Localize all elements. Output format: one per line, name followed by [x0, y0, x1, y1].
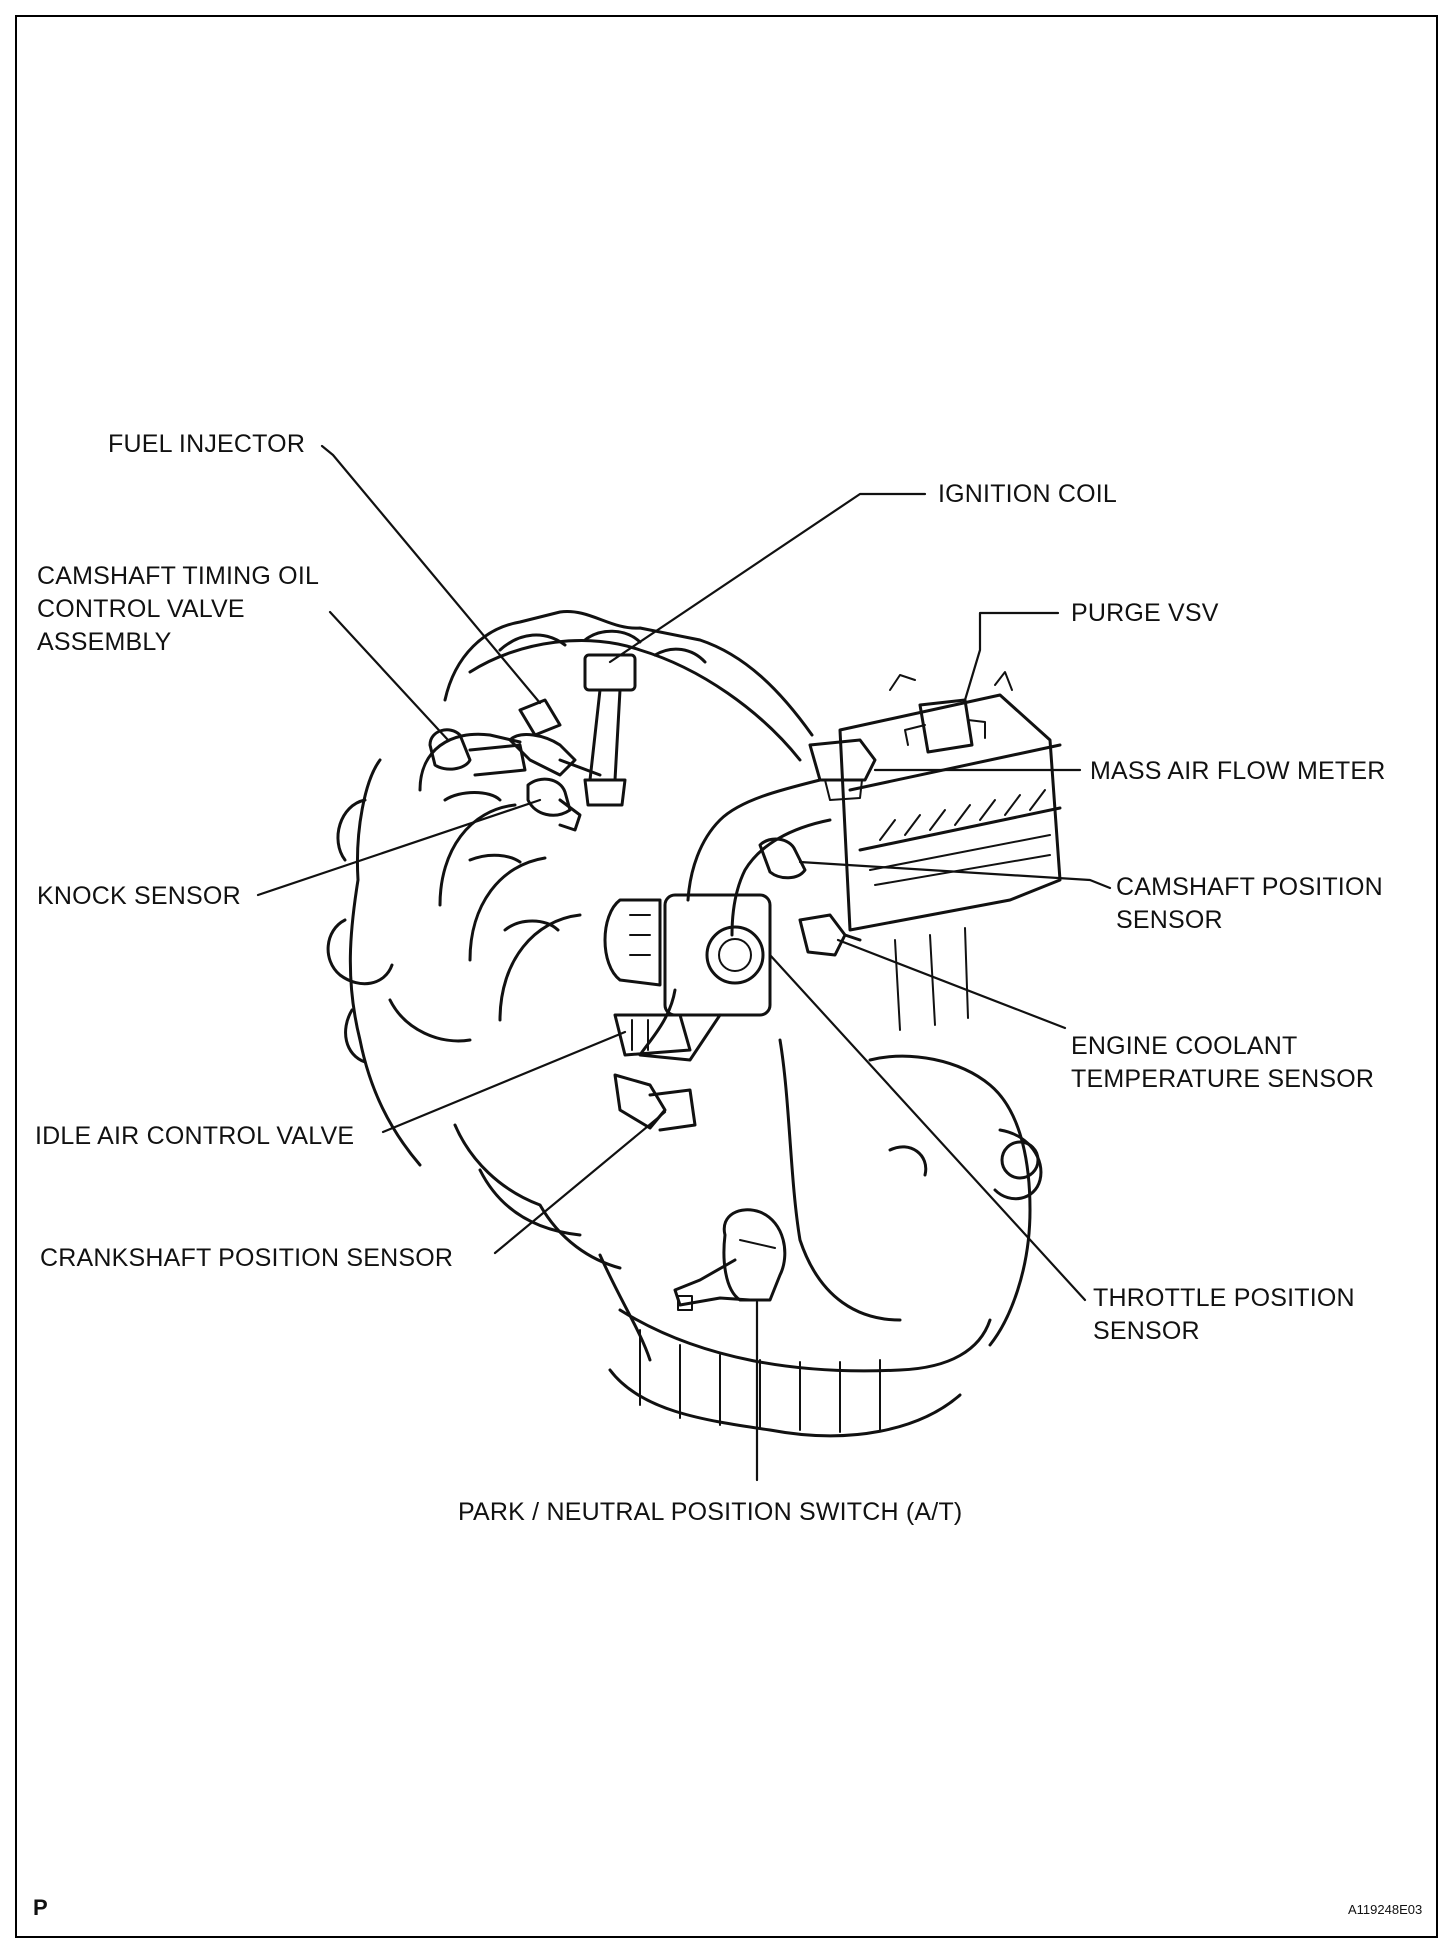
- figure-frame: [15, 15, 1438, 1938]
- leader-crankshaft-position-sensor: [493, 1110, 667, 1255]
- label-camshaft-timing-oil-control-valve-line-3: ASSEMBLY: [37, 628, 172, 656]
- leader-lines: [256, 444, 1112, 1482]
- label-camshaft-timing-oil-control-valve-line-2: CONTROL VALVE: [37, 595, 245, 623]
- leader-idle-air-control-valve: [381, 1030, 627, 1134]
- label-knock-sensor: KNOCK SENSOR: [37, 882, 241, 910]
- label-park-neutral-position-switch: PARK / NEUTRAL POSITION SWITCH (A/T): [458, 1498, 963, 1526]
- label-crankshaft-position-sensor: CRANKSHAFT POSITION SENSOR: [40, 1244, 454, 1272]
- label-camshaft-timing-oil-control-valve-line-1: CAMSHAFT TIMING OIL: [37, 562, 320, 590]
- label-throttle-position-sensor-line-2: SENSOR: [1093, 1317, 1200, 1345]
- leader-ignition-coil: [608, 492, 927, 664]
- label-engine-coolant-temperature-sensor-line-1: ENGINE COOLANT: [1071, 1032, 1298, 1060]
- leader-knock-sensor: [256, 798, 542, 897]
- leader-throttle-position-sensor: [768, 953, 1087, 1302]
- label-camshaft-position-sensor-line-1: CAMSHAFT POSITION: [1116, 873, 1383, 901]
- label-fuel-injector: FUEL INJECTOR: [108, 430, 306, 458]
- label-throttle-position-sensor-line-1: THROTTLE POSITION: [1093, 1284, 1355, 1312]
- leader-engine-coolant-temperature-sensor: [836, 938, 1067, 1030]
- leader-purge-vsv: [963, 611, 1060, 702]
- label-engine-coolant-temperature-sensor-line-2: TEMPERATURE SENSOR: [1071, 1065, 1375, 1093]
- leader-fuel-injector: [320, 444, 542, 705]
- label-mass-air-flow-meter: MASS AIR FLOW METER: [1090, 757, 1386, 785]
- label-idle-air-control-valve: IDLE AIR CONTROL VALVE: [35, 1122, 355, 1150]
- label-ignition-coil: IGNITION COIL: [938, 480, 1118, 508]
- leader-camshaft-timing-oil-control-valve: [328, 610, 450, 742]
- figure-code: A119248E03: [1348, 1902, 1423, 1917]
- page-letter: P: [33, 1895, 48, 1920]
- leader-camshaft-position-sensor: [798, 860, 1112, 890]
- label-camshaft-position-sensor-line-2: SENSOR: [1116, 906, 1223, 934]
- engine-outline: [326, 610, 1062, 1438]
- label-purge-vsv: PURGE VSV: [1071, 599, 1219, 627]
